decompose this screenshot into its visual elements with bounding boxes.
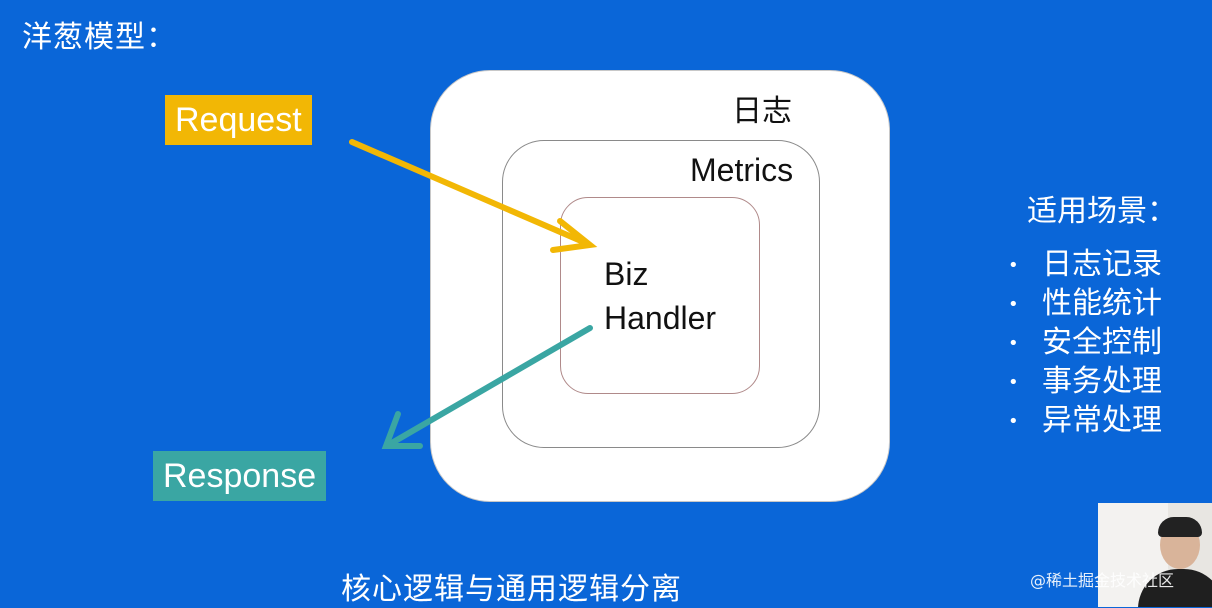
slide-title: 洋葱模型： bbox=[22, 20, 177, 55]
bullet-icon: • bbox=[1008, 333, 1019, 354]
slide-caption: 核心逻辑与通用逻辑分离 bbox=[341, 572, 682, 607]
inner-layer-label: Biz Handler bbox=[604, 252, 716, 340]
scenarios-title: 适用场景： bbox=[1027, 194, 1177, 229]
request-arrow bbox=[349, 139, 598, 253]
inner-layer-label-line1: Biz bbox=[604, 256, 649, 292]
response-tag: Response bbox=[153, 451, 327, 501]
scenarios-list: •日志记录 •性能统计 •安全控制 •事务处理 •异常处理 bbox=[1008, 245, 1162, 440]
outer-layer-label: 日志 bbox=[732, 94, 792, 129]
middle-layer-label: Metrics bbox=[690, 152, 794, 188]
bullet-icon: • bbox=[1008, 294, 1019, 315]
bullet-icon: • bbox=[1008, 255, 1019, 276]
request-tag: Request bbox=[165, 95, 312, 145]
response-arrow bbox=[381, 325, 593, 449]
watermark: @稀土掘金技术社区 bbox=[1030, 571, 1175, 590]
inner-layer-box bbox=[560, 197, 760, 394]
scenario-item: •安全控制 bbox=[1008, 323, 1162, 362]
scenario-item: •日志记录 bbox=[1008, 245, 1162, 284]
inner-layer-label-line2: Handler bbox=[604, 300, 717, 336]
scenario-item: •异常处理 bbox=[1008, 401, 1162, 440]
scenario-item: •事务处理 bbox=[1008, 362, 1162, 401]
bullet-icon: • bbox=[1008, 411, 1019, 432]
bullet-icon: • bbox=[1008, 372, 1019, 393]
scenario-item: •性能统计 bbox=[1008, 284, 1162, 323]
presenter-webcam bbox=[1098, 503, 1212, 607]
